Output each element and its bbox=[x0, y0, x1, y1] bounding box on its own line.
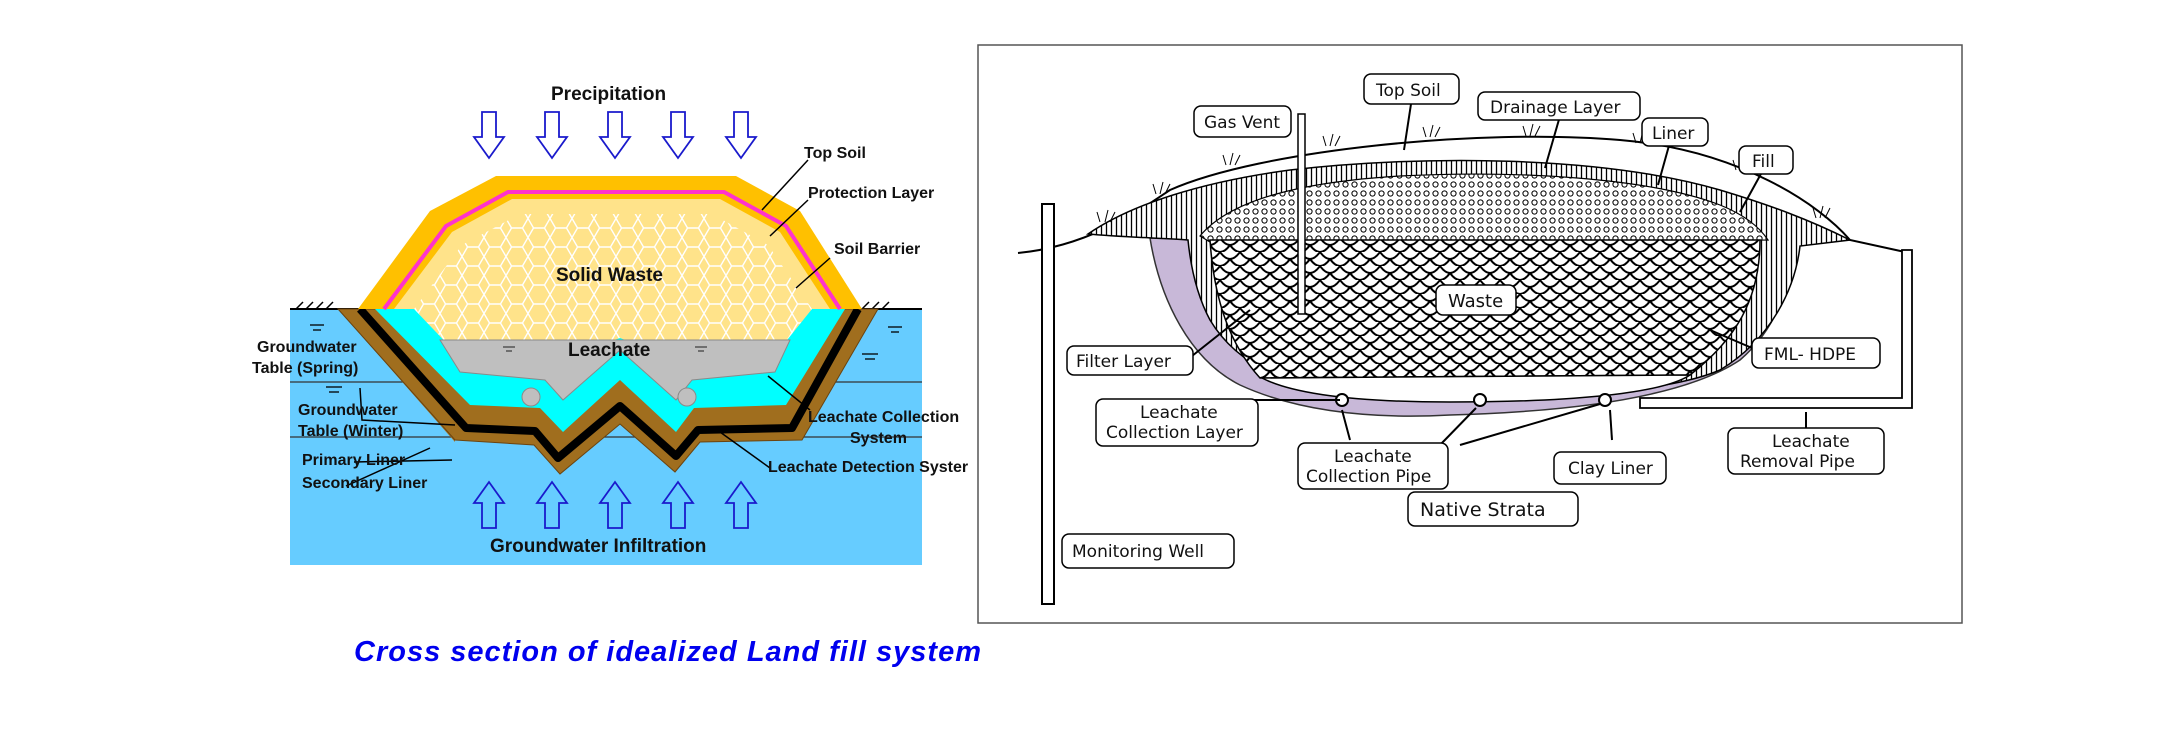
down-arrow-icon bbox=[472, 111, 506, 160]
waste-label: Waste bbox=[1448, 291, 1503, 312]
leachate-collection-layer-label-1: Leachate bbox=[1140, 403, 1218, 423]
drainage-layer-label: Drainage Layer bbox=[1490, 98, 1620, 118]
leachate-level-marks bbox=[503, 346, 707, 352]
ground-hatch-left bbox=[295, 301, 334, 310]
gas-vent-pipe bbox=[1297, 113, 1306, 315]
collection-pipe-right bbox=[677, 387, 697, 407]
top-soil-label: Top Soil bbox=[804, 145, 866, 162]
protection-layer-line bbox=[382, 190, 842, 311]
up-arrow-icon bbox=[535, 480, 569, 529]
leachate-removal-pipe-label-2: Removal Pipe bbox=[1740, 452, 1855, 472]
groundwater-winter-label-1: Groundwater bbox=[298, 402, 398, 419]
filter-layer-label: Filter Layer bbox=[1076, 352, 1171, 372]
up-arrow-icon bbox=[472, 480, 506, 529]
up-arrow-icon bbox=[724, 480, 758, 529]
collection-pipe-2 bbox=[1473, 393, 1487, 407]
leachate-removal-pipe bbox=[1639, 249, 1913, 409]
leachate-label: Leachate bbox=[568, 340, 650, 361]
left-leader-lines bbox=[345, 159, 831, 487]
protection-layer-label: Protection Layer bbox=[808, 185, 934, 202]
leachate-pool bbox=[439, 339, 791, 401]
drainage-layer bbox=[1199, 173, 1770, 243]
precipitation-arrows bbox=[472, 111, 758, 160]
right-label-boxes bbox=[1061, 73, 1885, 569]
primary-liner-line bbox=[357, 306, 862, 462]
gas-vent-label: Gas Vent bbox=[1204, 113, 1280, 133]
groundwater-winter-label-2: Table (Winter) bbox=[298, 423, 403, 440]
leachate-collection-layer bbox=[1261, 374, 1693, 403]
ground-hatch-right bbox=[861, 301, 890, 310]
figure-caption: Cross section of idealized Land fill sys… bbox=[354, 636, 982, 668]
solid-waste-label: Solid Waste bbox=[556, 265, 663, 286]
primary-liner-label: Primary Liner bbox=[302, 452, 405, 469]
monitoring-well-pipe bbox=[1041, 203, 1055, 605]
right-top-soil-label: Top Soil bbox=[1375, 81, 1441, 101]
down-arrow-icon bbox=[535, 111, 569, 160]
down-arrow-icon bbox=[724, 111, 758, 160]
down-arrow-icon bbox=[598, 111, 632, 160]
groundwater-infiltration-label: Groundwater Infiltration bbox=[490, 536, 706, 557]
secondary-liner-label: Secondary Liner bbox=[302, 475, 427, 492]
native-strata-label: Native Strata bbox=[1420, 499, 1546, 521]
leachate-collection-layer-label-2: Collection Layer bbox=[1106, 423, 1243, 443]
liner-label: Liner bbox=[1652, 124, 1694, 144]
leachate-collection-pipe-label-1: Leachate bbox=[1334, 447, 1412, 467]
leachate-collection-label-1: Leachate Collection bbox=[808, 409, 959, 426]
infiltration-arrows bbox=[472, 480, 758, 529]
down-arrow-icon bbox=[661, 111, 695, 160]
leachate-collection-label-2: System bbox=[850, 430, 907, 447]
clay-liner-label: Clay Liner bbox=[1568, 459, 1653, 479]
water-level-marks bbox=[310, 324, 902, 393]
fml-hdpe-label: FML- HDPE bbox=[1764, 345, 1856, 365]
collection-pipe-3 bbox=[1598, 393, 1612, 407]
monitoring-well-label: Monitoring Well bbox=[1072, 542, 1204, 562]
precipitation-label: Precipitation bbox=[551, 84, 666, 105]
collection-pipe-left bbox=[521, 387, 541, 407]
fill-label: Fill bbox=[1752, 152, 1775, 172]
up-arrow-icon bbox=[598, 480, 632, 529]
groundwater-spring-label-1: Groundwater bbox=[257, 339, 357, 356]
leachate-collection-pipe-label-2: Collection Pipe bbox=[1306, 467, 1431, 487]
groundwater-spring-label-2: Table (Spring) bbox=[252, 360, 358, 377]
solid-waste-fill bbox=[414, 214, 812, 364]
soil-barrier-label: Soil Barrier bbox=[834, 241, 920, 258]
leachate-removal-pipe-label-1: Leachate bbox=[1772, 432, 1850, 452]
up-arrow-icon bbox=[661, 480, 695, 529]
leachate-detection-label: Leachate Detection Syster bbox=[768, 459, 968, 476]
